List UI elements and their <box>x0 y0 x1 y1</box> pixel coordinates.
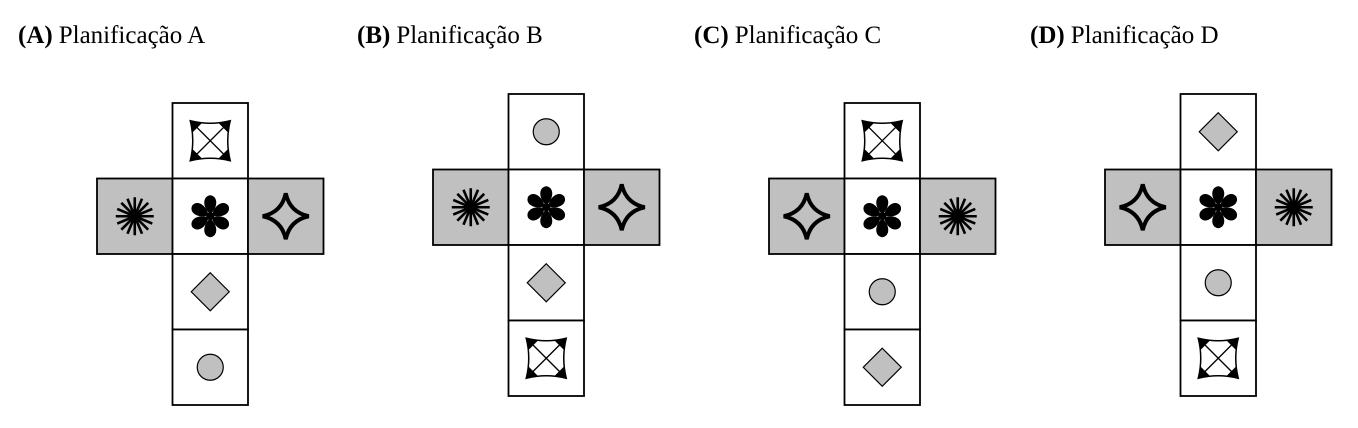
crossbox-icon <box>861 119 904 162</box>
net-face-below1 <box>171 253 249 331</box>
cube-net-b <box>432 93 661 397</box>
diamond-icon <box>1198 111 1239 152</box>
net-face-right <box>247 177 325 255</box>
net-face-below1 <box>843 253 921 331</box>
flower-icon <box>191 195 230 238</box>
crossbox-icon <box>1197 337 1240 380</box>
panel-letter: (A) <box>18 22 53 49</box>
panel-label: Planificação A <box>58 22 206 49</box>
net-face-right <box>919 177 997 255</box>
panel-d-title: (D)Planificação D <box>1030 22 1219 50</box>
panel-label: Planificação B <box>396 22 543 49</box>
crossbox-icon <box>189 119 232 162</box>
flower-icon <box>1199 186 1238 229</box>
panel-letter: (C) <box>694 22 729 49</box>
net-face-top <box>171 102 249 180</box>
net-face-left <box>432 168 510 246</box>
star4-icon <box>598 183 646 231</box>
net-face-below2 <box>1179 319 1257 397</box>
diamond-icon <box>190 271 231 312</box>
panel-letter: (B) <box>357 22 391 49</box>
cube-net-c <box>768 102 997 406</box>
net-face-below2 <box>843 328 921 406</box>
cube-net-d <box>1104 93 1333 397</box>
net-face-center <box>507 168 585 246</box>
net-face-center <box>171 177 249 255</box>
net-face-top <box>1179 93 1257 171</box>
flower-icon <box>863 195 902 238</box>
star4-icon <box>783 192 831 240</box>
panel-label: Planificação C <box>734 22 882 49</box>
circle-icon <box>532 118 560 146</box>
diamond-icon <box>526 262 567 303</box>
net-face-top <box>507 93 585 171</box>
net-face-left <box>768 177 846 255</box>
net-face-right <box>1255 168 1333 246</box>
net-face-below1 <box>507 244 585 322</box>
circle-icon <box>196 353 224 381</box>
face-square <box>1104 168 1182 246</box>
panel-c-title: (C)Planificação C <box>694 22 881 50</box>
crossbox-icon <box>525 337 568 380</box>
net-face-right <box>583 168 661 246</box>
panel-label: Planificação D <box>1070 22 1219 49</box>
face-square <box>583 168 661 246</box>
net-face-below1 <box>1179 244 1257 322</box>
net-face-top <box>843 102 921 180</box>
circle-icon <box>1204 269 1232 297</box>
diamond-icon <box>862 347 903 388</box>
face-square <box>507 93 585 171</box>
flower-icon <box>527 186 566 229</box>
sunburst-icon <box>451 188 490 227</box>
face-square <box>843 102 921 180</box>
star4-icon <box>1119 183 1167 231</box>
sunburst-icon <box>1274 188 1313 227</box>
net-face-below2 <box>507 319 585 397</box>
cube-net-a <box>96 102 325 406</box>
panel-letter: (D) <box>1030 22 1065 49</box>
sunburst-icon <box>938 197 977 236</box>
sunburst-icon <box>115 197 154 236</box>
panel-a-title: (A)Planificação A <box>18 22 205 50</box>
net-face-center <box>1179 168 1257 246</box>
net-face-center <box>843 177 921 255</box>
net-face-left <box>1104 168 1182 246</box>
face-square <box>768 177 846 255</box>
star4-icon <box>262 192 310 240</box>
panel-b-title: (B)Planificação B <box>357 22 543 50</box>
net-face-left <box>96 177 174 255</box>
circle-icon <box>868 278 896 306</box>
net-face-below2 <box>171 328 249 406</box>
face-square <box>247 177 325 255</box>
